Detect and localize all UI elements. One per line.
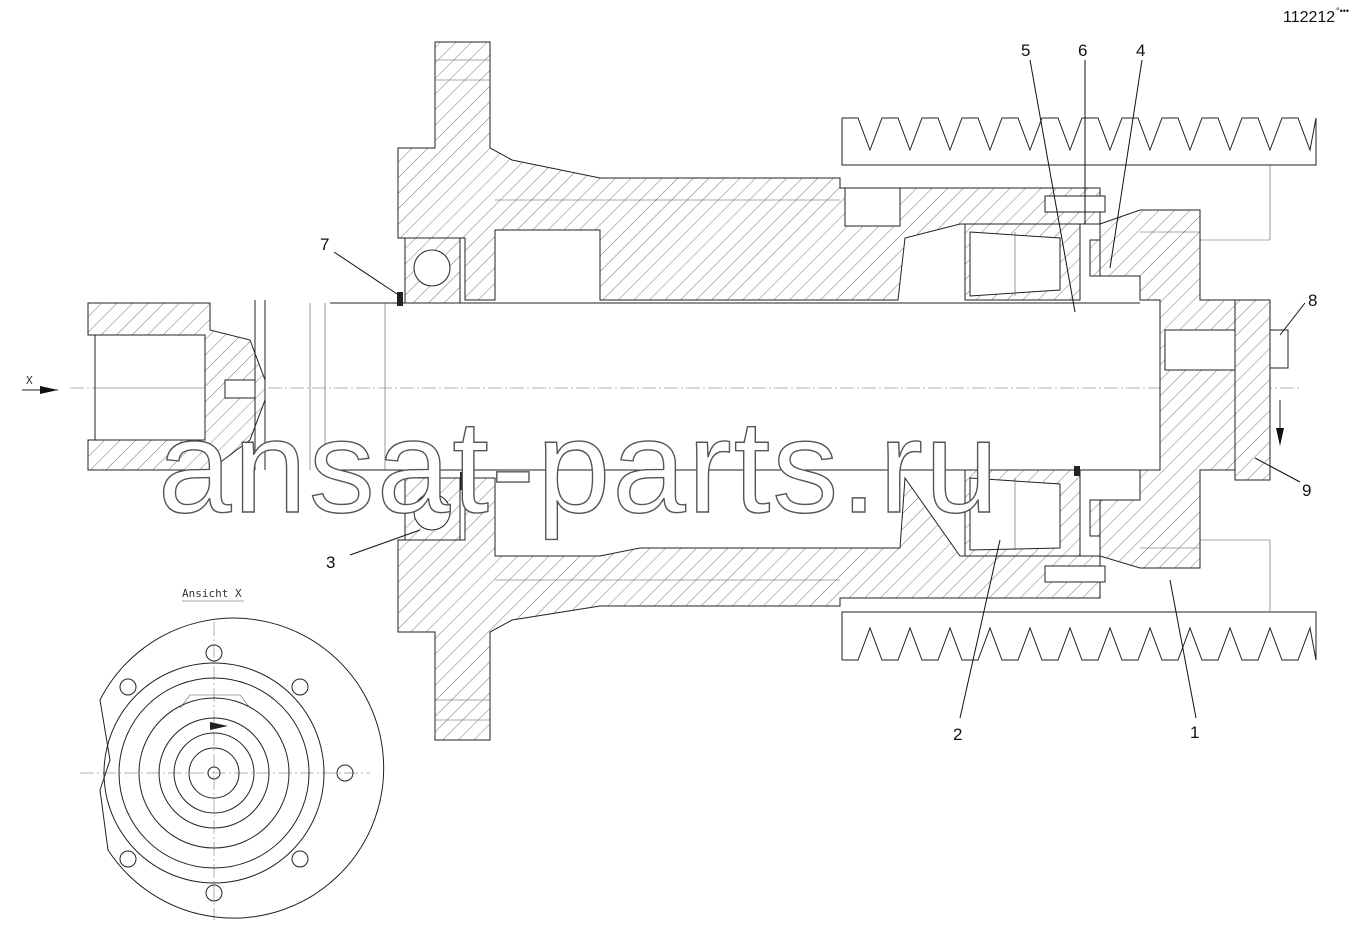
watermark: ansat-parts.ru [158, 393, 1000, 540]
callout-6: 6 [1078, 41, 1087, 60]
callout-2: 2 [953, 725, 962, 744]
tapered-roller-bearings [964, 223, 1081, 557]
callout-5: 5 [1021, 41, 1030, 60]
ball-bearing [397, 237, 466, 541]
callout-3: 3 [326, 553, 335, 572]
section-arrow [1276, 400, 1284, 446]
pulley [841, 117, 1317, 661]
end-view: Ansicht X [80, 587, 385, 920]
hub [1044, 195, 1289, 583]
callout-7: 7 [320, 235, 329, 254]
callout-4: 4 [1136, 41, 1145, 60]
housing-upper [397, 41, 1101, 301]
callout-1: 1 [1190, 723, 1199, 742]
callout-9: 9 [1302, 481, 1311, 500]
view-x-arrow: X [22, 374, 58, 394]
svg-text:X: X [26, 374, 33, 387]
drive-coupling [87, 300, 386, 471]
callout-8: 8 [1308, 291, 1317, 310]
callout-labels: 7 3 5 6 4 8 9 2 1 [320, 41, 1317, 744]
svg-text:Ansicht X: Ansicht X [182, 587, 242, 600]
leader-lines [333, 59, 1306, 719]
document-number: 112212 °••• [1283, 6, 1349, 26]
svg-text:112212: 112212 [1283, 9, 1335, 26]
svg-text:°•••: °••• [1336, 6, 1349, 16]
